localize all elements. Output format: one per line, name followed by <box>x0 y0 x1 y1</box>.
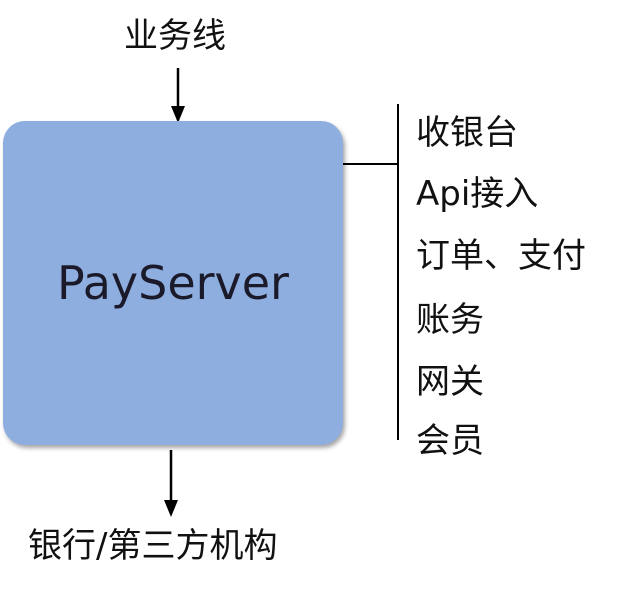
module-item: Api接入 <box>416 174 539 214</box>
payserver-box: PayServer <box>3 121 343 445</box>
module-item: 订单、支付 <box>416 236 586 276</box>
top-label: 业务线 <box>124 16 226 56</box>
payserver-label: PayServer <box>57 256 289 310</box>
module-item: 收银台 <box>416 113 518 153</box>
module-item: 账务 <box>416 300 484 340</box>
bottom-label: 银行/第三方机构 <box>28 526 278 566</box>
bottom-arrowhead <box>164 500 178 517</box>
module-item: 网关 <box>416 362 484 402</box>
top-arrowhead <box>171 106 185 123</box>
module-item: 会员 <box>416 421 484 461</box>
